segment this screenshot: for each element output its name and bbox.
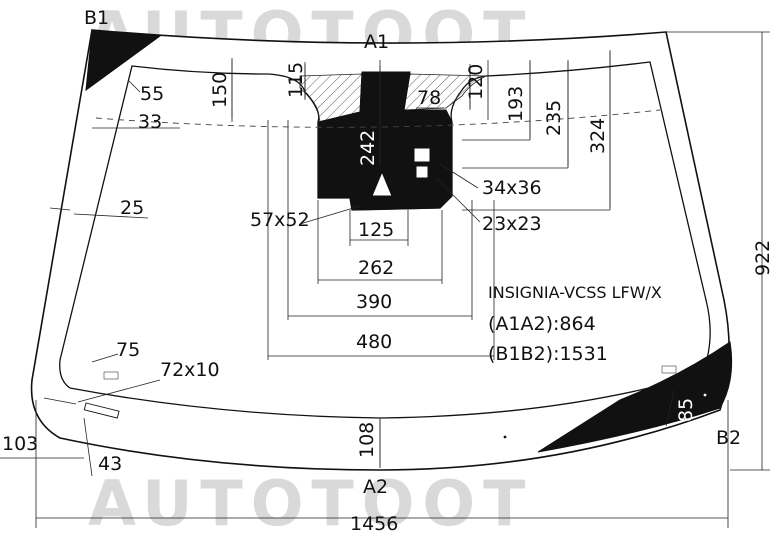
dim-324: 324 bbox=[587, 118, 609, 154]
label-a1: A1 bbox=[364, 31, 389, 53]
dim-480: 480 bbox=[356, 331, 392, 353]
dim-1456: 1456 bbox=[350, 513, 398, 535]
dim-25: 25 bbox=[120, 197, 144, 219]
dimension-arrows bbox=[36, 32, 763, 519]
dim-120: 120 bbox=[465, 64, 487, 100]
dim-78: 78 bbox=[417, 87, 441, 109]
dim-72x10: 72x10 bbox=[160, 359, 220, 381]
sensor-window-57x52 bbox=[371, 170, 393, 197]
watermark-bottom: AUTOTOOT bbox=[88, 467, 533, 535]
dim-150: 150 bbox=[209, 72, 231, 108]
model-label: INSIGNIA-VCSS LFW/X bbox=[488, 283, 662, 302]
b2-black-corner bbox=[537, 341, 733, 453]
dim-390: 390 bbox=[356, 291, 392, 313]
dim-33: 33 bbox=[138, 111, 162, 133]
dim-115: 115 bbox=[285, 62, 307, 98]
dim-34x36: 34x36 bbox=[482, 177, 542, 199]
dim-57x52: 57x52 bbox=[250, 209, 310, 231]
vin-mark-left bbox=[103, 371, 119, 380]
dim-242: 242 bbox=[357, 130, 379, 166]
sensor-window-34x36 bbox=[413, 147, 431, 163]
label-b1: B1 bbox=[84, 7, 109, 29]
dot-mark bbox=[503, 435, 507, 439]
dashed-area-line bbox=[95, 109, 661, 128]
sensor-hatched-area-right bbox=[403, 73, 487, 111]
dim-125: 125 bbox=[358, 219, 394, 241]
dim-103: 103 bbox=[2, 433, 38, 455]
a1a2-value: (A1A2):864 bbox=[488, 313, 596, 335]
sensor-window-23x23 bbox=[415, 165, 429, 179]
glass-outline bbox=[30, 29, 730, 471]
label-area-72x10 bbox=[83, 402, 120, 419]
b1-black-corner bbox=[85, 29, 162, 92]
dim-85: 85 bbox=[675, 398, 697, 422]
dim-43: 43 bbox=[98, 453, 122, 475]
dim-193: 193 bbox=[505, 86, 527, 122]
label-b2: B2 bbox=[716, 427, 741, 449]
dim-262: 262 bbox=[358, 257, 394, 279]
vin-mark-right bbox=[661, 365, 677, 374]
dim-235: 235 bbox=[543, 100, 565, 136]
dim-55: 55 bbox=[140, 83, 164, 105]
b1b2-value: (B1B2):1531 bbox=[488, 343, 608, 365]
dim-108: 108 bbox=[356, 422, 378, 458]
dot-mark-b2 bbox=[703, 393, 707, 397]
label-a2: A2 bbox=[363, 476, 388, 498]
dim-75: 75 bbox=[116, 339, 140, 361]
dim-23x23: 23x23 bbox=[482, 213, 542, 235]
dim-922: 922 bbox=[752, 240, 774, 276]
